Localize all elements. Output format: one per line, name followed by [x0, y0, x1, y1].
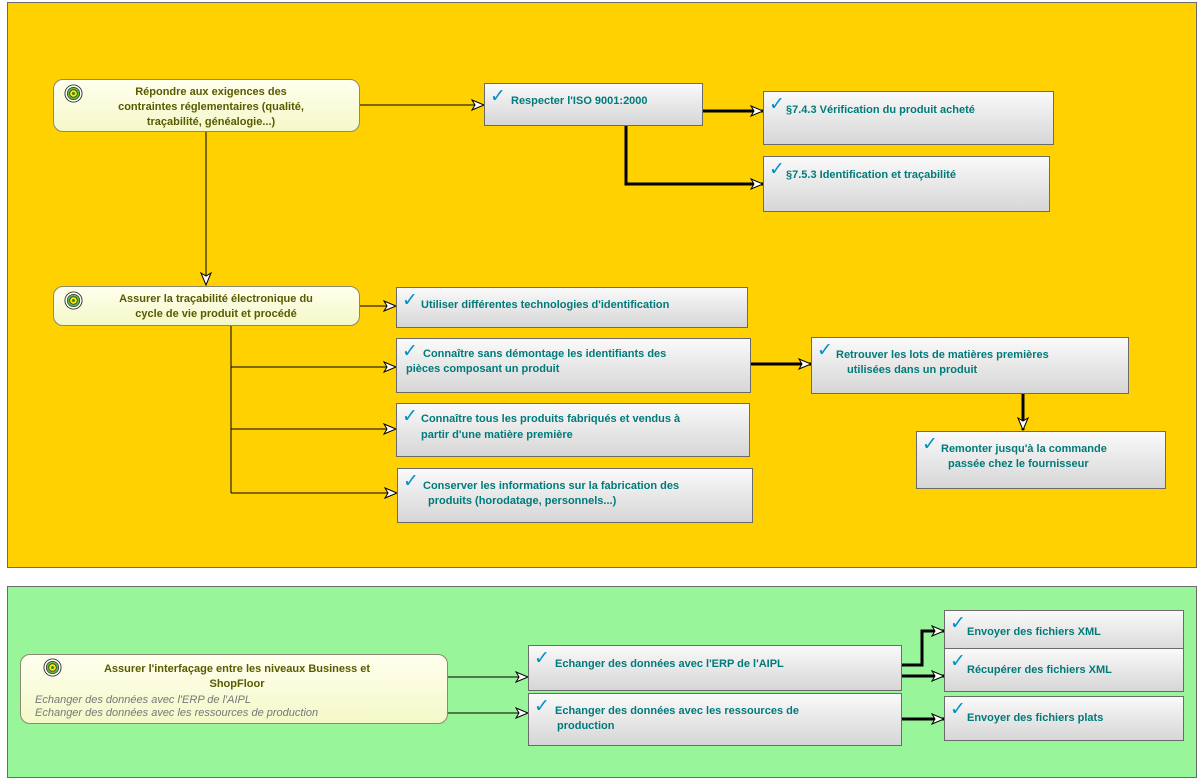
task-resources-exchange[interactable]: ✓ Echanger des données avec les ressourc…: [528, 693, 902, 746]
checkmark-icon: ✓: [950, 612, 966, 634]
task-know-products[interactable]: ✓ Connaître tous les produits fabriqués …: [396, 403, 750, 457]
task-send-flat-label: Envoyer des fichiers plats: [967, 712, 1104, 724]
task-keep-info-line1: Conserver les informations sur la fabric…: [423, 480, 680, 492]
task-know-identifiers[interactable]: ✓ Connaître sans démontage les identifia…: [396, 338, 751, 393]
task-erp-exchange[interactable]: ✓ Echanger des données avec l'ERP de l'A…: [528, 645, 902, 691]
checkmark-icon: ✓: [922, 433, 938, 455]
task-iso-label: Respecter l'ISO 9001:2000: [511, 95, 648, 107]
checkmark-icon: ✓: [403, 470, 419, 492]
task-know-identifiers-line2: pièces composant un produit: [406, 363, 560, 375]
task-get-xml-label: Récupérer des fichiers XML: [967, 664, 1112, 676]
checkmark-icon: ✓: [490, 85, 506, 107]
task-resources-exchange-line2: production: [557, 720, 615, 732]
task-know-identifiers-line1: Connaître sans démontage les identifiant…: [423, 348, 667, 360]
task-resources-exchange-line1: Echanger des données avec les ressources…: [555, 705, 799, 717]
target-icon: [64, 84, 83, 103]
goal-interface-label: Assurer l'interfaçage entre les niveaux …: [103, 663, 371, 690]
task-know-products-line2: partir d'une matière première: [421, 429, 573, 441]
task-s753[interactable]: ✓ §7.5.3 Identification et traçabilité: [763, 156, 1050, 212]
task-send-flat[interactable]: ✓ Envoyer des fichiers plats: [944, 696, 1184, 741]
task-trace-order[interactable]: ✓ Remonter jusqu'à la commande passée ch…: [916, 431, 1166, 489]
task-know-products-line1: Connaître tous les produits fabriqués et…: [421, 413, 681, 425]
task-iso[interactable]: ✓ Respecter l'ISO 9001:2000: [484, 83, 703, 126]
goal-traceability[interactable]: Assurer la traçabilité électronique du c…: [53, 286, 360, 326]
goal-interface-sub-erp: Echanger des données avec l'ERP de l'AIP…: [35, 694, 251, 706]
task-keep-info-line2: produits (horodatage, personnels...): [428, 495, 617, 507]
task-find-lots-line2: utilisées dans un produit: [847, 364, 978, 376]
task-erp-exchange-label: Echanger des données avec l'ERP de l'AIP…: [555, 658, 784, 670]
task-keep-info[interactable]: ✓ Conserver les informations sur la fabr…: [397, 468, 753, 523]
connector-erp-sendxml: [902, 631, 944, 667]
checkmark-icon: ✓: [769, 93, 785, 115]
goal-regulatory-label: Répondre aux exigences des contraintes r…: [118, 86, 304, 128]
checkmark-icon: ✓: [534, 695, 550, 717]
task-s753-label: §7.5.3 Identification et traçabilité: [786, 169, 956, 181]
task-send-xml[interactable]: ✓ Envoyer des fichiers XML: [944, 610, 1184, 655]
checkmark-icon: ✓: [402, 340, 418, 362]
checkmark-icon: ✓: [534, 647, 550, 669]
checkmark-icon: ✓: [950, 650, 966, 672]
checkmark-icon: ✓: [402, 405, 418, 427]
task-identification-tech-label: Utiliser différentes technologies d'iden…: [421, 299, 670, 311]
goal-interface-sub-resources: Echanger des données avec les ressources…: [35, 707, 319, 719]
goal-traceability-label: Assurer la traçabilité électronique du c…: [119, 293, 313, 320]
task-get-xml[interactable]: ✓ Récupérer des fichiers XML: [944, 648, 1184, 692]
checkmark-icon: ✓: [402, 289, 418, 311]
task-trace-order-line2: passée chez le fournisseur: [948, 458, 1089, 470]
task-trace-order-line1: Remonter jusqu'à la commande: [941, 443, 1107, 455]
connector-iso-s753: [624, 126, 763, 184]
task-s743[interactable]: ✓ §7.4.3 Vérification du produit acheté: [763, 91, 1054, 145]
goal-interface[interactable]: Assurer l'interfaçage entre les niveaux …: [20, 654, 448, 724]
goal-regulatory[interactable]: Répondre aux exigences des contraintes r…: [53, 79, 360, 132]
task-find-lots-line1: Retrouver les lots de matières premières: [836, 349, 1049, 361]
target-icon: [43, 658, 62, 677]
checkmark-icon: ✓: [950, 698, 966, 720]
checkmark-icon: ✓: [769, 158, 785, 180]
task-find-lots[interactable]: ✓ Retrouver les lots de matières premièr…: [811, 337, 1129, 394]
target-icon: [64, 291, 83, 310]
task-identification-tech[interactable]: ✓ Utiliser différentes technologies d'id…: [396, 287, 748, 328]
task-send-xml-label: Envoyer des fichiers XML: [967, 626, 1101, 638]
task-s743-label: §7.4.3 Vérification du produit acheté: [786, 104, 975, 116]
checkmark-icon: ✓: [817, 339, 833, 361]
